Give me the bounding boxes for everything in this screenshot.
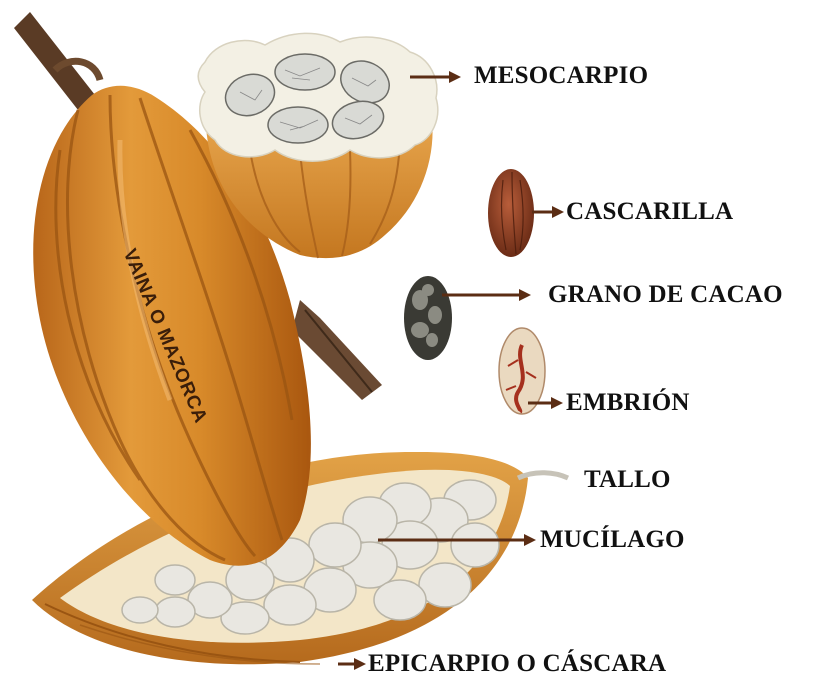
embrion-bean: [499, 328, 545, 414]
grano-bean: [404, 276, 452, 360]
label-tallo: TALLO: [584, 466, 671, 494]
label-mesocarpio: MESOCARPIO: [474, 62, 648, 90]
label-grano: GRANO DE CACAO: [548, 281, 783, 309]
label-cascarilla: CASCARILLA: [566, 198, 733, 226]
label-mucilago: MUCÍLAGO: [540, 526, 685, 554]
label-embrion: EMBRIÓN: [566, 389, 690, 417]
label-epicarpio: EPICARPIO O CÁSCARA: [368, 650, 666, 678]
cascarilla-bean: [488, 169, 534, 257]
stem-top: [14, 12, 100, 110]
